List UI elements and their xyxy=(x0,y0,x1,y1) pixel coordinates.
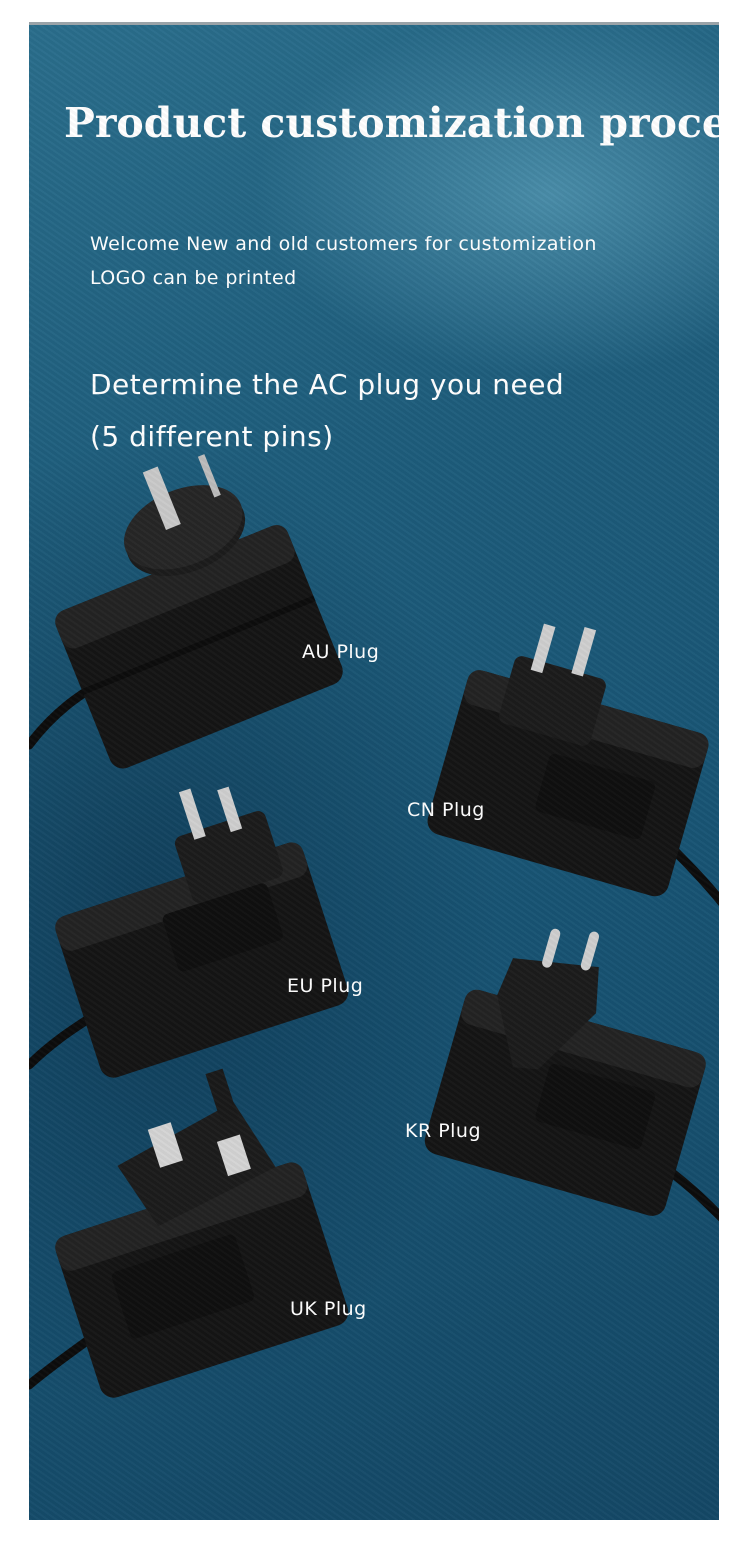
au-plug-label: AU Plug xyxy=(302,641,380,663)
intro-line-2: LOGO can be printed xyxy=(90,267,297,289)
kr-plug-label: KR Plug xyxy=(405,1120,482,1142)
uk-plug-adapter-icon xyxy=(29,1068,349,1399)
kr-plug-adapter-icon xyxy=(424,910,719,1234)
top-divider xyxy=(29,22,719,25)
cn-plug-label: CN Plug xyxy=(407,799,485,821)
intro-text: Welcome New and old customers for custom… xyxy=(90,227,597,295)
eu-plug-adapter-icon xyxy=(29,765,349,1089)
cn-plug-adapter-icon xyxy=(424,620,719,924)
eu-plug-label: EU Plug xyxy=(287,975,364,997)
section-heading-line-2: (5 different pins) xyxy=(90,420,334,453)
page-title: Product customization process xyxy=(64,99,719,147)
section-heading-line-1: Determine the AC plug you need xyxy=(90,368,565,401)
au-plug-adapter-icon xyxy=(29,445,349,779)
section-heading: Determine the AC plug you need (5 differ… xyxy=(90,359,564,463)
content-panel: Product customization process Welcome Ne… xyxy=(29,25,719,1520)
intro-line-1: Welcome New and old customers for custom… xyxy=(90,233,597,255)
uk-plug-label: UK Plug xyxy=(290,1298,367,1320)
